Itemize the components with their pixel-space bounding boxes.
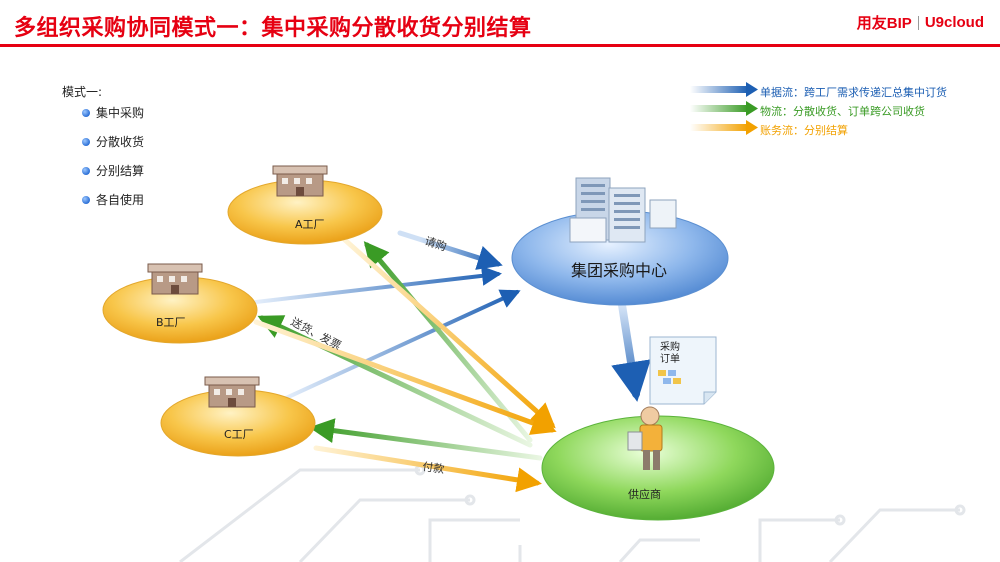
page-title: 多组织采购协同模式一：集中采购分散收货分别结算 bbox=[14, 16, 532, 41]
legend-arrows bbox=[690, 82, 758, 135]
legend-arrowhead-accounting bbox=[746, 120, 758, 135]
arrow-a-to-center bbox=[397, 230, 503, 270]
po-label-line1: 采购 bbox=[660, 340, 680, 353]
factory-b-label: B工厂 bbox=[156, 316, 186, 329]
circuit-background bbox=[179, 464, 966, 562]
document-cells-icon bbox=[658, 370, 681, 384]
legend-arrowhead-logistics bbox=[746, 101, 758, 116]
legend-label-logistics: 物流：分散收货、订单跨公司收货 bbox=[760, 104, 925, 118]
bullet-text: 分散收货 bbox=[96, 135, 145, 149]
arrow-a-to-supplier bbox=[342, 237, 556, 429]
legend-item-logistics: 物流：分散收货、订单跨公司收货 bbox=[760, 101, 947, 120]
factory-building-icon bbox=[272, 165, 328, 197]
arrow-center-to-supplier bbox=[611, 301, 651, 402]
center-label: 集团采购中心 bbox=[571, 261, 667, 280]
bullet-dot-icon bbox=[82, 166, 90, 175]
arrow-supplier-to-c bbox=[309, 418, 543, 461]
legend-arrowhead-document bbox=[746, 82, 758, 97]
supplier-node: 供应商 bbox=[541, 406, 775, 521]
title-underline bbox=[0, 44, 1000, 47]
arrow-c-to-center bbox=[284, 289, 521, 400]
legend-bar-document bbox=[690, 86, 748, 93]
factory-c-label: C工厂 bbox=[224, 428, 254, 441]
supplier-label: 供应商 bbox=[628, 487, 661, 501]
legend-item-accounting: 账务流：分别结算 bbox=[760, 120, 947, 139]
arrow-b-to-supplier bbox=[253, 319, 557, 435]
legend: 单据流：跨工厂需求传递汇总集中订货 物流：分散收货、订单跨公司收货 账务流：分别… bbox=[690, 82, 947, 139]
mode-bullet-list: 集中采购 分散收货 分别结算 各自使用 bbox=[82, 98, 144, 214]
factory-building-icon bbox=[204, 376, 260, 408]
supplier-person-icon bbox=[627, 406, 663, 470]
bullet-text: 集中采购 bbox=[96, 106, 145, 120]
legend-label-accounting: 账务流：分别结算 bbox=[760, 123, 848, 137]
legend-bar-accounting bbox=[690, 124, 748, 131]
bullet-dot-icon bbox=[82, 195, 90, 204]
list-item: 各自使用 bbox=[82, 185, 144, 214]
label-payment: 付款 bbox=[422, 459, 446, 476]
po-label-line2: 订单 bbox=[660, 353, 680, 365]
mode-title: 模式一: bbox=[62, 85, 103, 99]
factory-a-label: A工厂 bbox=[295, 218, 325, 231]
arrow-supplier-to-a bbox=[363, 241, 533, 443]
brand-secondary: U9cloud bbox=[924, 14, 984, 31]
list-item: 集中采购 bbox=[82, 98, 144, 127]
factory-c-node: C工厂 bbox=[160, 376, 316, 457]
bullet-text: 各自使用 bbox=[96, 193, 145, 207]
list-item: 分散收货 bbox=[82, 127, 144, 156]
bullet-dot-icon bbox=[82, 137, 90, 146]
bullet-dot-icon bbox=[82, 108, 90, 117]
brand-divider bbox=[917, 15, 919, 30]
factory-a-node: A工厂 bbox=[227, 165, 383, 245]
brand-primary: 用友BIP bbox=[856, 15, 912, 32]
factory-b-node: B工厂 bbox=[102, 263, 258, 344]
bullet-text: 分别结算 bbox=[96, 164, 145, 178]
arrow-c-to-supplier bbox=[313, 445, 542, 493]
brand-logo: 用友BIP U9cloud bbox=[857, 12, 984, 33]
legend-label-document: 单据流：跨工厂需求传递汇总集中订货 bbox=[760, 85, 947, 99]
label-request: 请购 bbox=[423, 234, 448, 254]
legend-bar-logistics bbox=[690, 105, 748, 112]
arrow-b-to-center bbox=[254, 265, 502, 304]
purchase-order-doc: 采购 订单 bbox=[649, 336, 717, 405]
flow-arrows bbox=[253, 230, 651, 493]
legend-item-document: 单据流：跨工厂需求传递汇总集中订货 bbox=[760, 82, 947, 101]
factory-building-icon bbox=[147, 263, 203, 295]
purchasing-center-node: 集团采购中心 bbox=[511, 177, 729, 306]
list-item: 分别结算 bbox=[82, 156, 144, 185]
office-buildings-icon bbox=[569, 177, 677, 243]
